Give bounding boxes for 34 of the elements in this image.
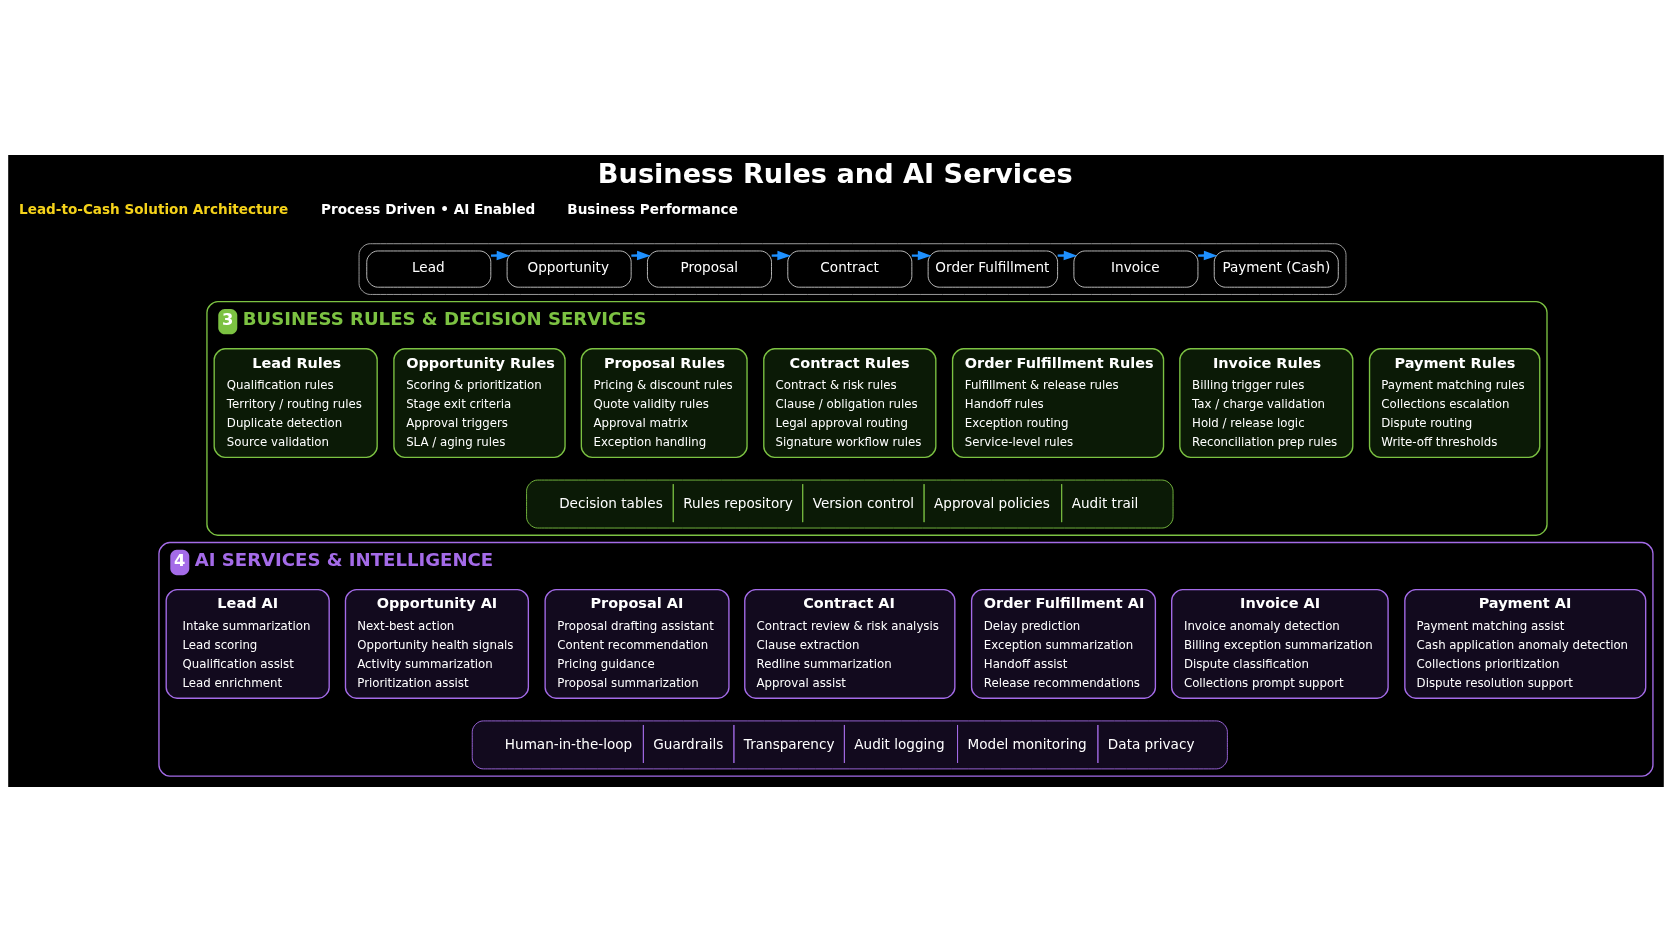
arrow <box>771 250 791 260</box>
node-box: Lead Rules Qualification rules Territory / routing rules Duplicate detection Source validation <box>213 347 378 458</box>
node-box: Invoice AI Invoice anomaly detection Billing exception summarization Dispute classification Collections prompt support <box>1171 588 1389 699</box>
node-box: Human-in-the-loop Guardrails Transparency Audit logging Model monitoring Data privacy <box>471 719 1228 769</box>
node-box: Payment (Cash) <box>1213 250 1339 288</box>
node-box: Proposal AI Proposal drafting assistant Content recommendation Pricing guidance Proposal summarization <box>544 588 730 699</box>
node-box: Contract Rules Contract & risk rules Clause / obligation rules Legal approval routing Signature workflow rules <box>763 347 937 458</box>
node-box: Order Fulfillment AI Delay prediction Exception summarization Handoff assist Release recommendations <box>970 588 1157 699</box>
node-box: Opportunity AI Next-best action Opportunity health signals Activity summarization Prioritization assist <box>344 588 530 699</box>
arrow <box>911 250 932 260</box>
arrow <box>631 250 651 260</box>
node-box: Contract <box>787 250 913 288</box>
node-box: Proposal <box>647 250 772 288</box>
arrow <box>1057 250 1078 260</box>
node-box: Order Fulfillment <box>927 250 1059 288</box>
diagram-title: Business Rules and AI Services <box>597 157 1073 189</box>
node-box: Lead AI Intake summarization Lead scoring Qualification assist Lead enrichment <box>165 588 330 699</box>
node-box: Opportunity Rules Scoring & prioritization Stage exit criteria Approval triggers SLA / aging rules <box>393 347 566 458</box>
cluster <box>358 242 1347 295</box>
arrow <box>490 250 511 260</box>
label: Lead-to-Cash Solution Architecture <box>19 200 289 217</box>
node-box: Proposal Rules Pricing & discount rules Quote validity rules Approval matrix Exception handling <box>580 347 748 458</box>
node-box: Invoice Rules Billing trigger rules Tax / charge validation Hold / release logic Reconciliation prep rules <box>1179 347 1354 458</box>
node-box: Order Fulfillment Rules Fulfillment & release rules Handoff rules Exception routing Service-level rules <box>951 347 1165 458</box>
label: Process Driven • AI Enabled <box>321 200 536 217</box>
arrow <box>1198 250 1218 260</box>
node-box: Payment Rules Payment matching rules Collections escalation Dispute routing Write-off thresholds <box>1368 347 1541 458</box>
node-box: Decision tables Rules repository Version control Approval policies Audit trail <box>526 479 1174 528</box>
node-box: Payment AI Payment matching assist Cash application anomaly detection Collections prioritization Dispute resolution support <box>1404 588 1647 699</box>
node-box: Invoice <box>1073 250 1199 288</box>
label: Business Performance <box>567 200 738 217</box>
node-box: Contract AI Contract review & risk analysis Clause extraction Redline summarization Approval assist <box>744 588 956 699</box>
node-box: Opportunity <box>506 250 632 288</box>
node-box: Lead <box>366 250 492 288</box>
